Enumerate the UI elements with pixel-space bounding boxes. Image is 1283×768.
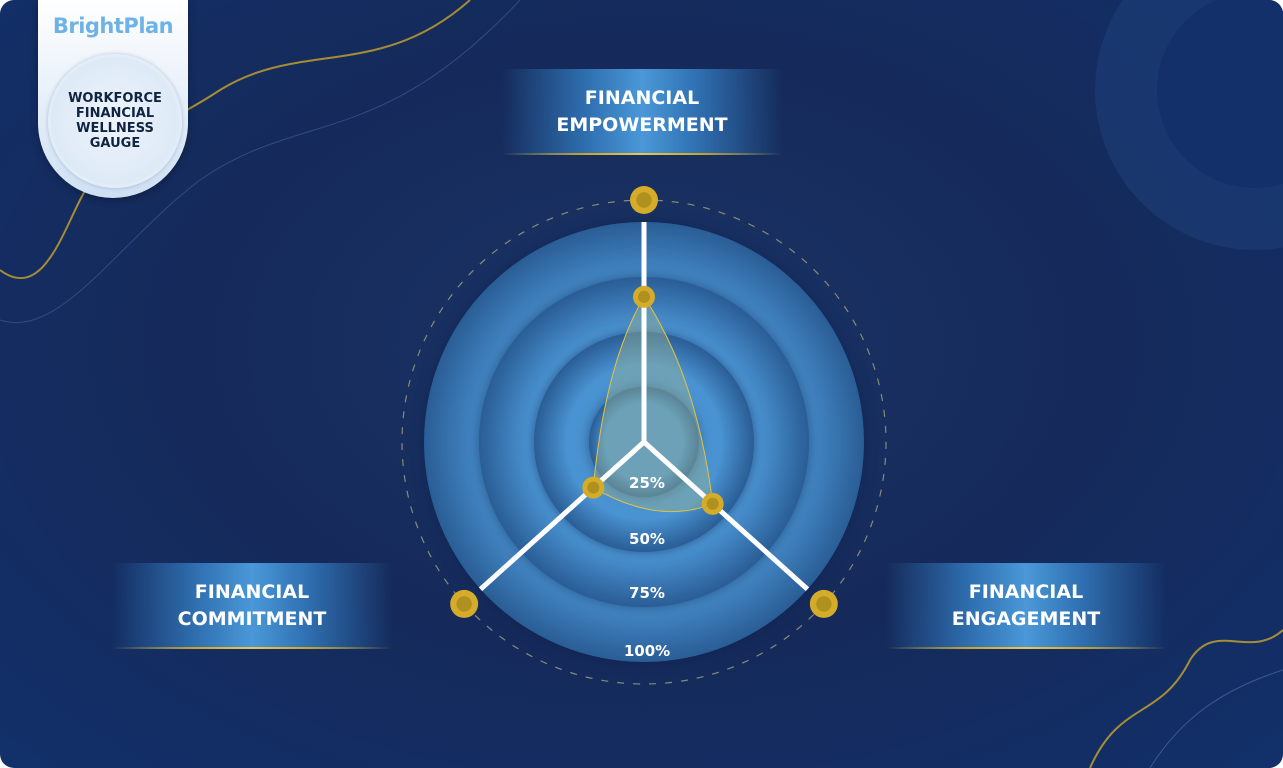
brand-badge: BrightPlan WORKFORCE FINANCIAL WELLNESS …: [38, 0, 188, 198]
marker-center: [706, 497, 719, 510]
axis-label-commitment: FINANCIAL COMMITMENT: [112, 563, 392, 649]
marker-center: [637, 290, 651, 303]
axis-label-empowerment: FINANCIAL EMPOWERMENT: [502, 69, 782, 155]
marker-center: [816, 596, 832, 612]
seal-title: WORKFORCE FINANCIAL WELLNESS GAUGE: [68, 91, 162, 151]
axis-label-engagement: FINANCIAL ENGAGEMENT: [886, 563, 1166, 649]
brightplan-logo: BrightPlan: [52, 14, 174, 38]
ring-label: 50%: [629, 530, 665, 548]
ring-label: 75%: [629, 584, 665, 602]
axis-line: [478, 440, 646, 592]
axis-line: [642, 440, 810, 592]
ring-label: 100%: [624, 642, 670, 660]
gauge-seal: WORKFORCE FINANCIAL WELLNESS GAUGE: [48, 54, 182, 188]
marker-center: [456, 596, 472, 612]
ring-label: 25%: [629, 474, 665, 492]
marker-center: [636, 192, 652, 208]
marker-center: [587, 481, 600, 494]
